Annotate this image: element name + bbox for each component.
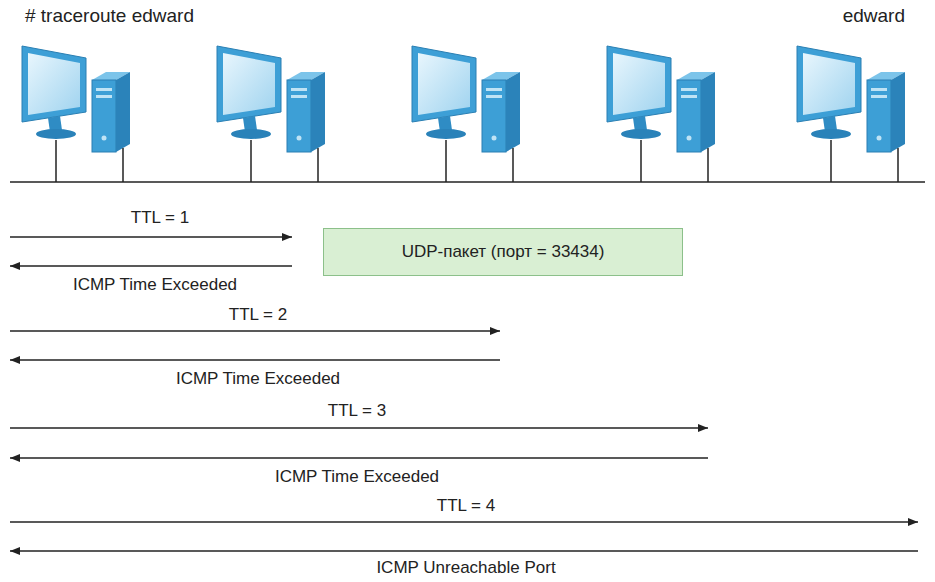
packet-arrows [10,237,918,551]
computer-icon [22,46,130,152]
ttl-label: TTL = 1 [131,208,189,228]
computer-icon [607,46,715,152]
icmp-label: ICMP Time Exceeded [176,369,340,389]
network-bus [10,140,925,182]
host-label: edward [843,6,905,26]
packet-box: UDP-пакет (порт = 33434) [323,228,683,276]
icmp-label: ICMP Time Exceeded [275,467,439,487]
ttl-label: TTL = 4 [437,496,495,516]
computer-icon [217,46,325,152]
icmp-label: ICMP Time Exceeded [73,275,237,295]
computer-icon [797,46,905,152]
computer-icon [412,46,520,152]
ttl-label: TTL = 2 [229,305,287,325]
node-text: UDP-пакет (порт = 33434) [402,242,605,262]
icmp-label: ICMP Unreachable Port [376,558,555,578]
ttl-label: TTL = 3 [328,401,386,421]
computer-icons [22,46,905,152]
command-label: # traceroute edward [25,6,194,26]
